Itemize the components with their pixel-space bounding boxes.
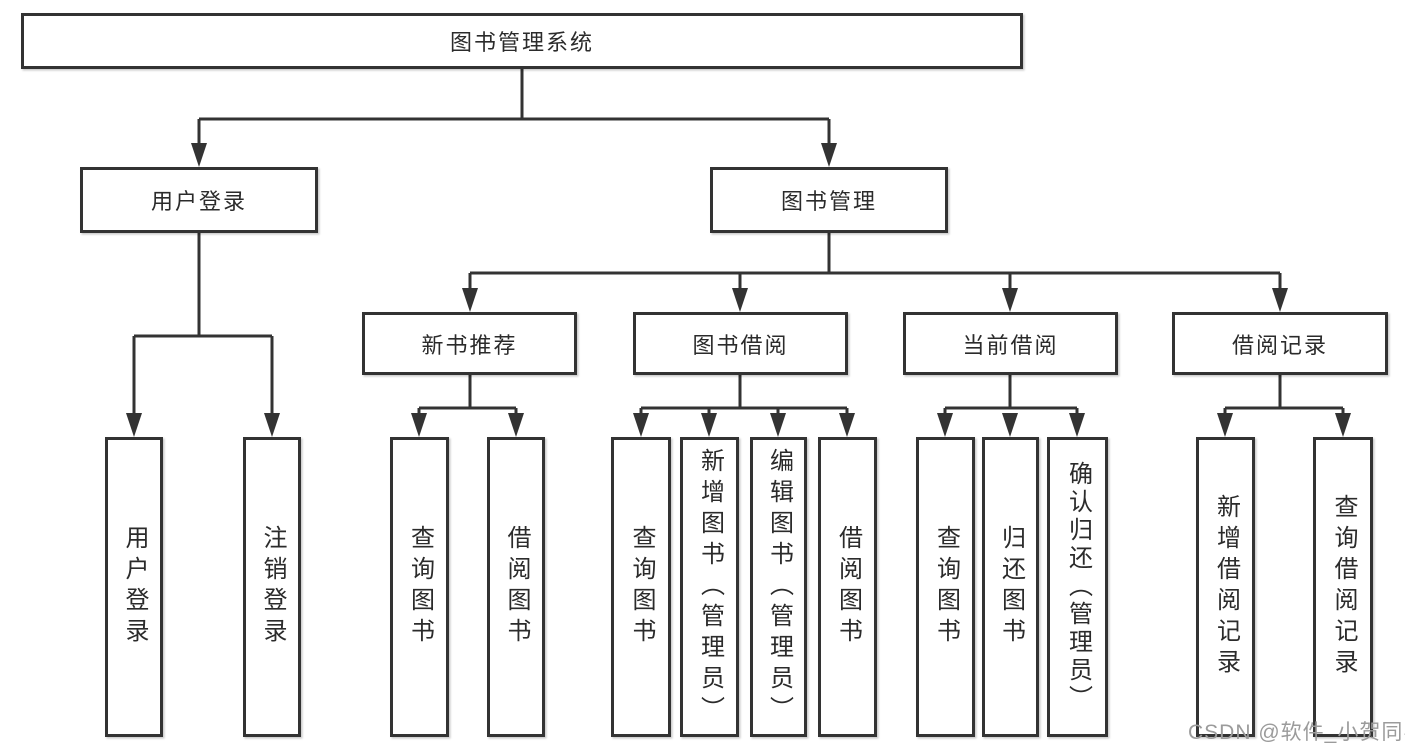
node-user-login: 用户登录 <box>80 167 318 233</box>
leaf-borrowing-borrow-books: 借阅图书 <box>818 437 877 737</box>
arrowhead-leaf-user-login <box>126 413 142 437</box>
connector-book-management-children <box>468 233 1282 291</box>
arrowhead-borrowing-records <box>1272 288 1288 312</box>
leaf-user-login-label: 用户登录 <box>121 525 148 649</box>
arrowhead-leaf-logout <box>264 413 280 437</box>
node-root-system: 图书管理系统 <box>21 13 1023 69</box>
arrowhead-current-borrowing <box>1002 288 1018 312</box>
leaf-recommend-borrow-books: 借阅图书 <box>487 437 545 737</box>
arrowhead-recommend-borrow <box>508 413 524 437</box>
leaf-query-borrow-record: 查询借阅记录 <box>1313 437 1373 737</box>
leaf-logout-label: 注销登录 <box>259 525 286 649</box>
arrowhead-borrowing-add <box>701 413 717 437</box>
connector-recommend-children <box>417 375 518 416</box>
arrowhead-recommend-query <box>411 413 427 437</box>
leaf-borrowing-query-books: 查询图书 <box>611 437 671 737</box>
leaf-current-query-books-label: 查询图书 <box>932 525 960 649</box>
leaf-user-login: 用户登录 <box>105 437 163 737</box>
leaf-add-borrow-record-label: 新增借阅记录 <box>1212 494 1240 680</box>
leaf-add-borrow-record: 新增借阅记录 <box>1196 437 1255 737</box>
leaf-recommend-borrow-books-label: 借阅图书 <box>503 525 530 649</box>
connector-user-login-children <box>132 233 274 416</box>
node-borrowing-records: 借阅记录 <box>1172 312 1388 375</box>
node-book-borrowing-label: 图书借阅 <box>692 332 789 358</box>
node-borrowing-records-label: 借阅记录 <box>1231 332 1328 358</box>
node-book-borrowing: 图书借阅 <box>633 312 848 375</box>
leaf-return-books-label: 归还图书 <box>997 525 1025 649</box>
leaf-logout: 注销登录 <box>243 437 301 737</box>
leaf-add-books-admin: 新增图书（管理员） <box>680 437 739 737</box>
arrowhead-records-add <box>1217 413 1233 437</box>
leaf-current-query-books: 查询图书 <box>916 437 975 737</box>
leaf-recommend-query-books: 查询图书 <box>390 437 449 737</box>
node-book-management: 图书管理 <box>710 167 948 233</box>
node-new-book-recommend-label: 新书推荐 <box>421 332 518 358</box>
leaf-confirm-return-admin-label: 确认归还（管理员） <box>1064 461 1092 713</box>
arrowhead-current-return <box>1002 413 1018 437</box>
node-user-login-label: 用户登录 <box>150 189 247 214</box>
leaf-query-borrow-record-label: 查询借阅记录 <box>1330 494 1357 680</box>
arrowhead-borrowing-borrow <box>839 413 855 437</box>
leaf-return-books: 归还图书 <box>982 437 1039 737</box>
node-current-borrowing-label: 当前借阅 <box>962 332 1059 358</box>
connector-borrowing-children <box>639 375 849 416</box>
connector-current-children <box>943 375 1079 416</box>
arrowhead-records-query <box>1335 413 1351 437</box>
leaf-edit-books-admin: 编辑图书（管理员） <box>750 437 807 737</box>
node-root-system-label: 图书管理系统 <box>449 30 594 55</box>
leaf-add-books-admin-label: 新增图书（管理员） <box>696 447 724 727</box>
leaf-recommend-query-books-label: 查询图书 <box>406 525 434 649</box>
node-book-management-label: 图书管理 <box>780 189 877 214</box>
node-current-borrowing: 当前借阅 <box>903 312 1118 375</box>
leaf-edit-books-admin-label: 编辑图书（管理员） <box>765 447 793 727</box>
node-new-book-recommend: 新书推荐 <box>362 312 577 375</box>
arrowhead-borrowing-query <box>633 413 649 437</box>
connector-root-to-level2 <box>197 69 831 146</box>
leaf-borrowing-query-books-label: 查询图书 <box>628 525 655 649</box>
csdn-watermark: CSDN @软件_小贺同学 <box>1188 721 1405 744</box>
leaf-confirm-return-admin: 确认归还（管理员） <box>1047 437 1108 737</box>
arrowhead-book-borrowing <box>732 288 748 312</box>
connector-records-children <box>1223 375 1345 416</box>
arrowhead-user-login <box>191 143 207 167</box>
arrowhead-new-book-recommend <box>462 288 478 312</box>
arrowhead-current-confirm <box>1069 413 1085 437</box>
arrowhead-book-management <box>821 143 837 167</box>
arrowhead-current-query <box>937 413 953 437</box>
arrowhead-borrowing-edit <box>770 413 786 437</box>
leaf-borrowing-borrow-books-label: 借阅图书 <box>834 525 862 649</box>
